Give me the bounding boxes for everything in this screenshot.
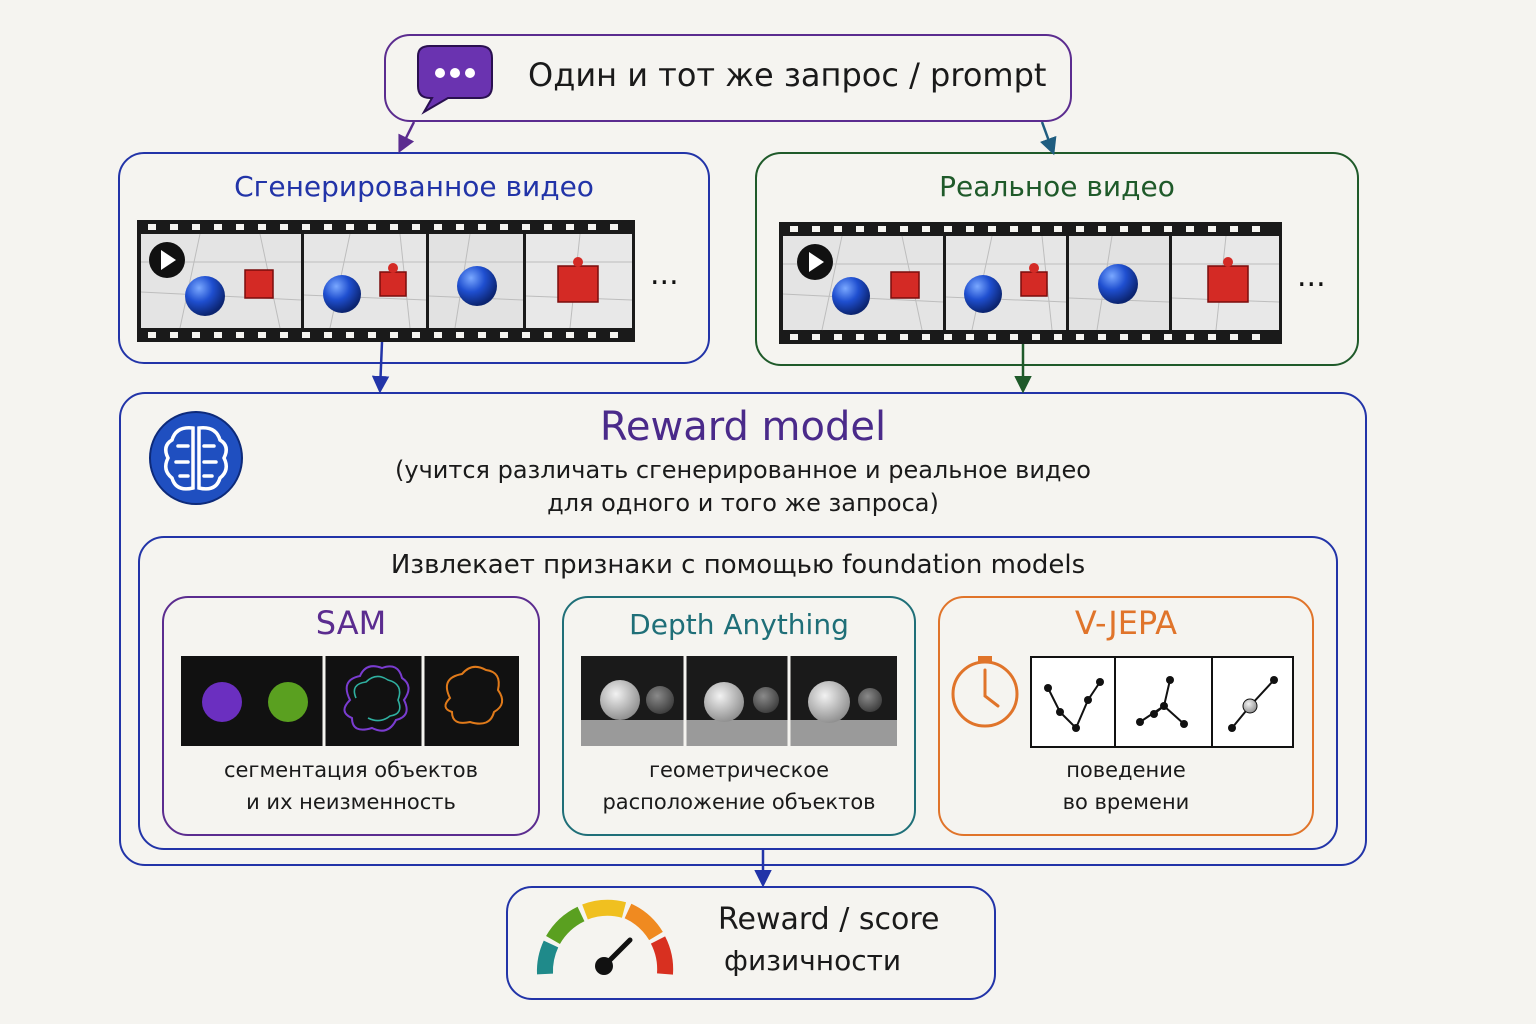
sam-panel — [162, 596, 540, 836]
depth-description-1: геометрическое — [648, 758, 830, 782]
blue-ball — [832, 277, 870, 315]
red-cube — [890, 271, 920, 299]
red-cube — [379, 271, 407, 297]
vjepa-title: V-JEPA — [1074, 604, 1178, 642]
clock-icon — [951, 656, 1019, 728]
features-panel — [138, 536, 1338, 850]
features-title: Извлекает признаки с помощью foundation … — [390, 550, 1086, 580]
arrow-generated-to-reward — [371, 341, 390, 394]
reward-model-subtitle-1: (учится различать сгенерированное и реал… — [395, 456, 1091, 484]
blue-ball — [1098, 264, 1138, 304]
depth-description-2: расположение объектов — [602, 790, 876, 814]
segmentation-outline — [343, 665, 410, 732]
depth-anything-panel — [562, 596, 916, 836]
reward-model-panel — [119, 392, 1367, 866]
vjepa-description-2: во времени — [1062, 790, 1190, 814]
play-icon — [149, 242, 185, 278]
red-cube — [557, 265, 599, 303]
vjepa-panel — [938, 596, 1314, 836]
red-cube — [1020, 271, 1048, 297]
arrow-prompt-to-real — [1039, 121, 1057, 156]
score-text-2: физичности — [724, 944, 902, 977]
depth-anything-title: Depth Anything — [629, 608, 849, 641]
blue-ball — [323, 275, 361, 313]
sam-segmentation-frames — [181, 656, 519, 746]
red-cube — [244, 269, 274, 299]
segmented-ball — [202, 682, 242, 722]
arrow-prompt-to-generated — [398, 121, 416, 154]
real-video-panel — [755, 152, 1359, 366]
generated-film-strip — [137, 220, 635, 342]
score-box — [506, 886, 996, 1000]
vjepa-trajectory-frames — [1030, 656, 1294, 748]
play-icon — [797, 244, 833, 280]
real-film-strip — [779, 222, 1282, 344]
speech-bubble-icon — [417, 45, 493, 115]
real-ellipsis: ... — [1297, 259, 1326, 294]
sam-description-2: и их неизменность — [246, 790, 456, 814]
blue-ball — [185, 276, 225, 316]
generated-video-title: Сгенерированное видео — [234, 170, 594, 203]
gauge-icon — [536, 899, 674, 975]
sam-description-1: сегментация объектов — [223, 758, 479, 782]
prompt-box — [384, 34, 1072, 122]
score-text-1: Reward / score — [718, 902, 940, 937]
reward-model-title: Reward model — [599, 404, 887, 450]
vjepa-description-1: поведение — [1066, 758, 1186, 782]
reward-model-subtitle-2: для одного и того же запроса) — [547, 489, 939, 517]
prompt-text: Один и тот же запрос / prompt — [528, 56, 1047, 94]
segmentation-outline — [444, 665, 504, 725]
real-video-title: Реальное видео — [939, 170, 1175, 203]
segmented-cube — [268, 682, 308, 722]
blue-ball — [964, 275, 1002, 313]
red-cube — [1207, 265, 1249, 303]
brain-icon — [149, 411, 243, 505]
generated-ellipsis: ... — [650, 257, 679, 292]
blue-ball — [457, 266, 497, 306]
sam-title: SAM — [315, 604, 387, 642]
depth-frames — [581, 656, 897, 746]
